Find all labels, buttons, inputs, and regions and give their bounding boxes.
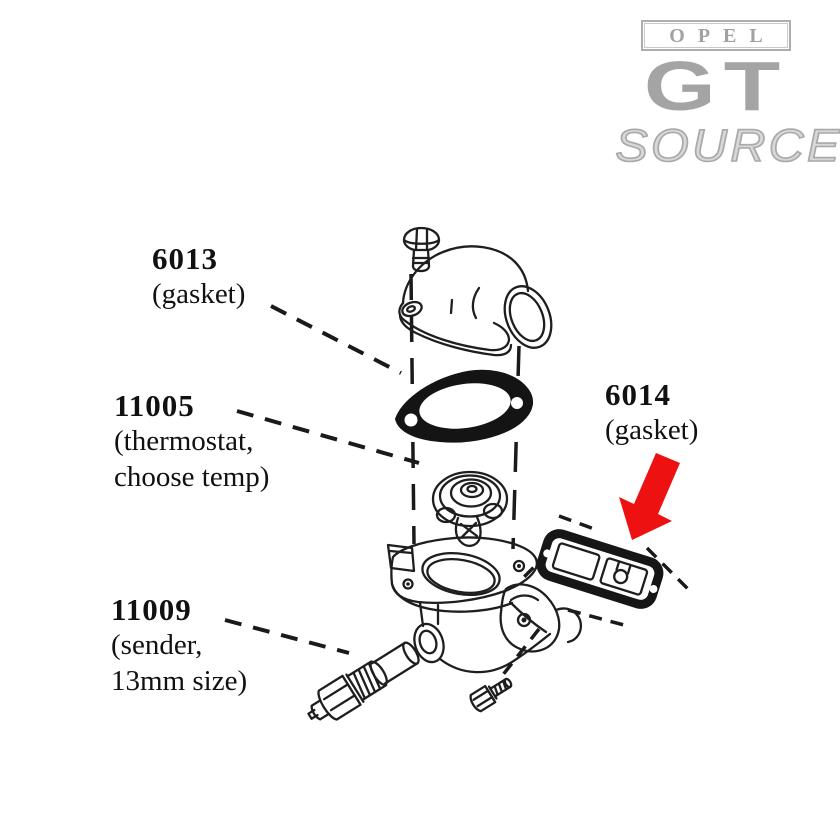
alignment-dash-gasket-right [645, 546, 690, 591]
gasket-6014-shape [536, 529, 664, 609]
housing-bolt [469, 677, 513, 713]
part-number-11009: 11009 [111, 592, 192, 627]
part-desc-11009-line1: (sender, [111, 629, 203, 661]
part-desc-6013: (gasket) [152, 278, 246, 310]
leader-6013 [270, 304, 402, 375]
temperature-sender [307, 641, 420, 721]
part-number-11005: 11005 [114, 388, 195, 423]
alignment-dash-bolt [500, 627, 541, 678]
alignment-dash-gasket-top [558, 514, 598, 532]
label-6013: 6013 (gasket) [152, 242, 245, 312]
label-11005: 11005 (thermostat, choose temp) [114, 389, 269, 495]
part-desc-11009-line2: 13mm size) [111, 665, 248, 697]
opel-logo-box: OPEL [641, 20, 791, 51]
part-number-6014: 6014 [605, 377, 671, 412]
label-6014: 6014 (gasket) [605, 378, 698, 448]
source-logo-text: SOURCE [614, 120, 840, 171]
part-desc-11005-line1: (thermostat, [114, 425, 254, 457]
thermostat-housing-body [386, 536, 582, 674]
part-number-6013: 6013 [152, 241, 218, 276]
part-desc-11005-line2: choose temp) [114, 461, 270, 493]
water-outlet-elbow [398, 245, 553, 357]
leader-11009 [224, 618, 350, 655]
thermostat-shape [431, 470, 509, 547]
label-11009: 11009 (sender, 13mm size) [111, 593, 247, 699]
alignment-dash-gasket-bottom [567, 608, 625, 627]
leader-11005 [236, 409, 420, 465]
leader-lines [224, 304, 420, 655]
part-desc-6014: (gasket) [605, 414, 699, 446]
opel-logo-text: OPEL [669, 24, 776, 47]
alignment-line-right [511, 345, 521, 550]
gasket-6013-shape [394, 369, 534, 443]
red-arrow-icon [619, 453, 680, 540]
water-neck-bolt [402, 226, 441, 273]
gt-logo-text: GT [643, 47, 789, 125]
